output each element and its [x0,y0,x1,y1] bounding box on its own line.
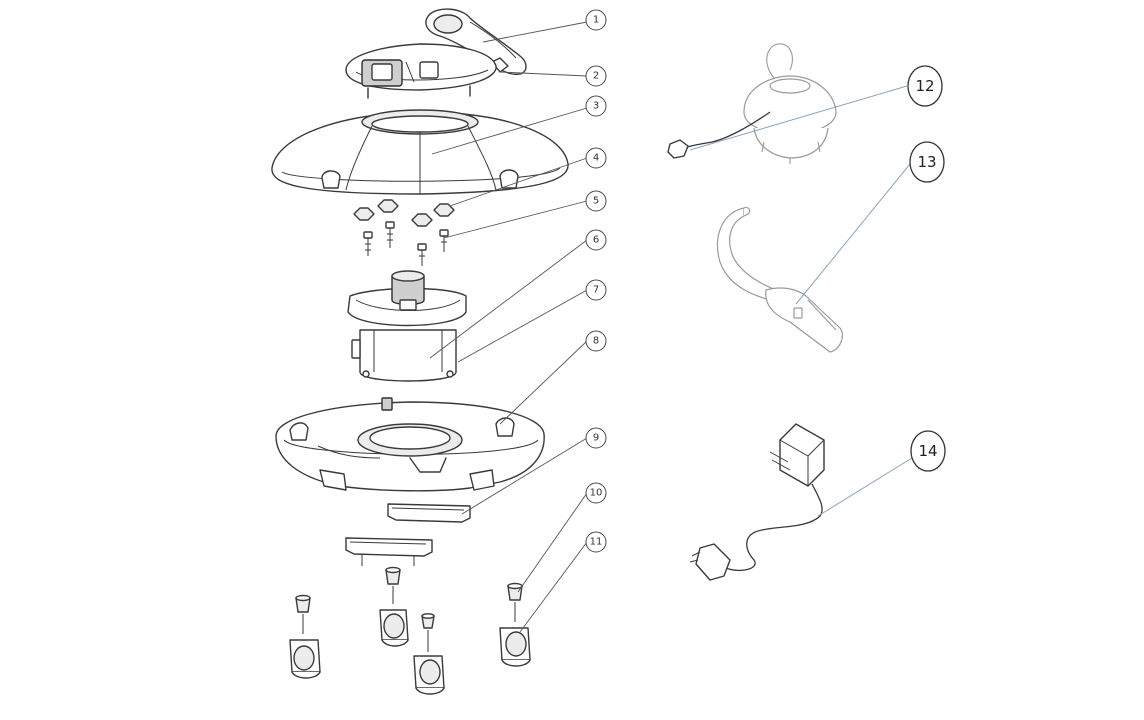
part-13-handle-grip [716,206,843,353]
svg-text:3: 3 [593,101,599,112]
svg-text:9: 9 [593,433,599,444]
part-8-base-housing [275,397,545,492]
callout-14: 14 [910,430,946,472]
wheel-b [379,586,409,647]
callout-7: 7 [585,279,607,301]
callout-9: 9 [585,427,607,449]
svg-text:4: 4 [593,153,599,164]
callout-10: 10 [585,482,607,504]
svg-text:13: 13 [917,153,936,171]
part-9-brackets [345,503,471,566]
callout-8: 8 [585,330,607,352]
callout-12: 12 [907,65,943,107]
svg-text:2: 2 [593,71,599,82]
part-4-nuts [353,199,455,227]
callout-13: 13 [909,141,945,183]
part-3-dome-cover [271,109,569,195]
part-2-top-cap [345,43,497,99]
part-14-power-adapter [689,423,825,581]
part-11-wheels [289,586,531,695]
callout-2: 2 [585,65,607,87]
wheel-d [499,602,531,667]
part-6-motor-assembly [347,270,467,382]
callout-11: 11 [585,531,607,553]
part-10-bushings [295,566,523,629]
svg-text:12: 12 [915,77,934,95]
svg-text:14: 14 [918,442,937,460]
callout-6: 6 [585,229,607,251]
wheel-a [289,614,321,679]
svg-text:6: 6 [593,235,599,246]
svg-text:5: 5 [593,196,599,207]
callout-1: 1 [585,9,607,31]
wheel-c [413,630,445,695]
part-1-handle [425,8,527,76]
svg-text:8: 8 [593,336,599,347]
leader-lines [429,21,913,633]
part-12-assembled-unit [667,43,837,164]
callout-3: 3 [585,95,607,117]
callout-4: 4 [585,147,607,169]
svg-text:7: 7 [593,285,599,296]
svg-text:10: 10 [590,488,603,499]
svg-text:1: 1 [593,15,599,26]
callout-5: 5 [585,190,607,212]
svg-text:11: 11 [590,537,603,548]
part-5-screws [363,221,449,266]
